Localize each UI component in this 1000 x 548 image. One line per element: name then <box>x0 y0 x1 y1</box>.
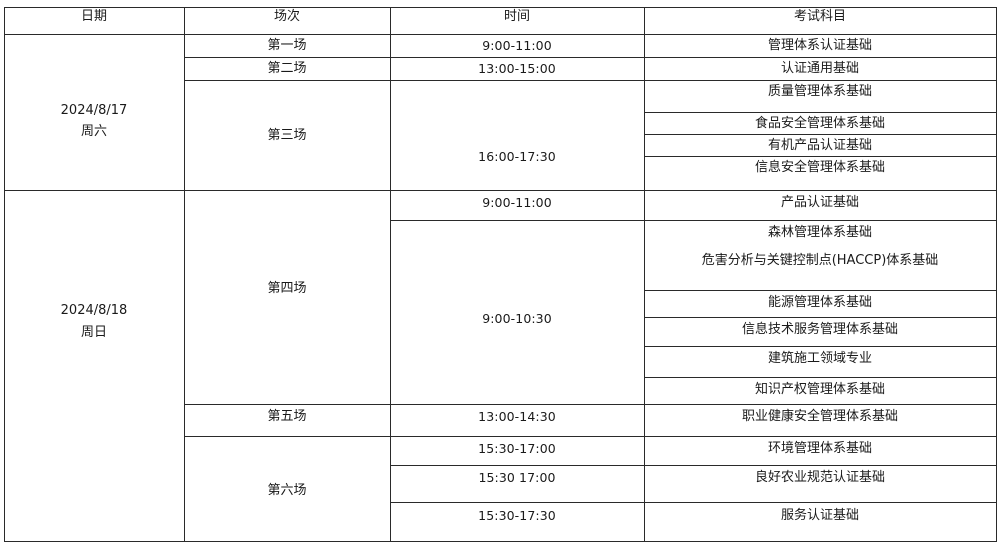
time-cell: 13:00-15:00 <box>478 61 556 76</box>
row-divider <box>644 134 997 135</box>
row-divider <box>184 57 997 58</box>
table-border-bottom <box>4 541 997 542</box>
session-3: 第三场 <box>267 128 307 143</box>
column-divider <box>644 7 645 542</box>
table-border-top <box>4 7 997 8</box>
time-cell: 9:00-10:30 <box>482 311 552 326</box>
header-session: 场次 <box>273 9 300 24</box>
time-cell: 9:00-11:00 <box>482 38 552 53</box>
time-cell: 15:30-17:00 <box>478 441 556 456</box>
column-divider <box>184 7 185 542</box>
subject-cell: 服务认证基础 <box>780 508 859 523</box>
subject-cell: 环境管理体系基础 <box>767 441 872 456</box>
time-cell: 15:30 17:00 <box>478 470 556 485</box>
subject-cell: 食品安全管理体系基础 <box>754 116 885 131</box>
subject-cell: 信息安全管理体系基础 <box>754 160 885 175</box>
row-divider <box>644 346 997 347</box>
session-5: 第五场 <box>267 409 307 424</box>
row-divider <box>184 80 997 81</box>
date-day1: 2024/8/17 <box>60 103 128 118</box>
date-day2: 2024/8/18 <box>60 303 128 318</box>
subject-cell: 知识产权管理体系基础 <box>754 382 885 397</box>
subject-cell: 信息技术服务管理体系基础 <box>741 322 898 337</box>
subject-cell: 良好农业规范认证基础 <box>754 470 885 485</box>
time-cell: 15:30-17:30 <box>478 508 556 523</box>
table-border-left <box>4 7 5 542</box>
row-divider <box>644 156 997 157</box>
session-6: 第六场 <box>267 483 307 498</box>
day-divider <box>4 190 997 191</box>
table-border-right <box>996 7 997 542</box>
row-divider <box>390 220 997 221</box>
header-row-divider <box>4 34 997 35</box>
subject-cell: 建筑施工领域专业 <box>767 351 872 366</box>
row-divider <box>390 465 997 466</box>
subject-cell: 质量管理体系基础 <box>767 84 872 99</box>
row-divider <box>644 377 997 378</box>
weekday-day1: 周六 <box>80 124 107 139</box>
session-1: 第一场 <box>267 38 307 53</box>
session-2: 第二场 <box>267 61 307 76</box>
header-date: 日期 <box>80 9 107 24</box>
subject-cell: 产品认证基础 <box>780 195 859 210</box>
weekday-day2: 周日 <box>80 325 107 340</box>
time-cell: 13:00-14:30 <box>478 409 556 424</box>
header-subject: 考试科目 <box>793 9 846 24</box>
subject-cell: 职业健康安全管理体系基础 <box>741 409 898 424</box>
subject-cell: 认证通用基础 <box>780 61 859 76</box>
session-4: 第四场 <box>267 281 307 296</box>
header-time: 时间 <box>503 9 530 24</box>
subject-cell: 有机产品认证基础 <box>767 138 872 153</box>
row-divider <box>644 290 997 291</box>
row-divider <box>644 317 997 318</box>
time-cell: 16:00-17:30 <box>478 149 556 164</box>
column-divider <box>390 7 391 542</box>
row-divider <box>184 404 997 405</box>
row-divider <box>390 502 997 503</box>
subject-cell: 管理体系认证基础 <box>767 38 872 53</box>
row-divider <box>644 112 997 113</box>
subject-cell: 森林管理体系基础 <box>767 225 872 240</box>
row-divider <box>184 436 997 437</box>
subject-cell: 能源管理体系基础 <box>767 295 872 310</box>
time-cell: 9:00-11:00 <box>482 195 552 210</box>
subject-cell: 危害分析与关键控制点(HACCP)体系基础 <box>701 253 939 268</box>
